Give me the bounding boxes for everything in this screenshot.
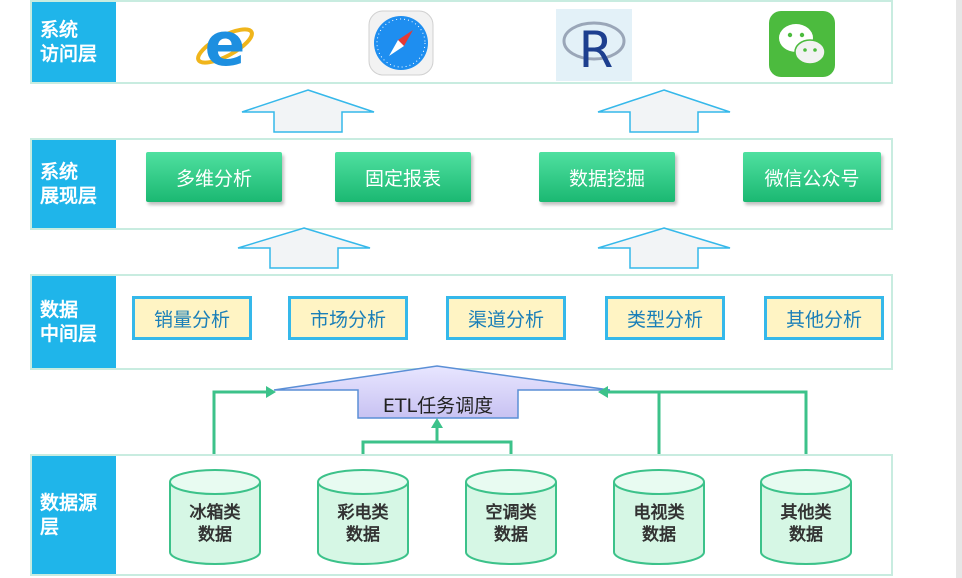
- presentation-item: 数据挖掘: [539, 152, 675, 202]
- connector-line: [212, 390, 270, 472]
- presentation-item: 微信公众号: [743, 152, 881, 202]
- source-item-label: 冰箱类 数据: [189, 503, 241, 545]
- middle-item: 销量分析: [132, 296, 252, 340]
- database-cylinder-icon: [317, 469, 409, 565]
- database-cylinder-icon: [613, 469, 705, 565]
- connector-line: [604, 390, 808, 472]
- safari-icon: [368, 10, 434, 76]
- connector-arrowhead: [431, 418, 443, 428]
- access-layer: 系统 访问层: [30, 0, 893, 84]
- svg-text:R: R: [579, 21, 614, 79]
- connector-arrowhead: [598, 386, 608, 398]
- database-cylinder-icon: [760, 469, 852, 565]
- up-arrow-icon: [241, 89, 375, 133]
- source-item-label: 其他类 数据: [780, 503, 832, 545]
- etl-label: ETL任务调度: [382, 394, 494, 417]
- presentation-item: 多维分析: [146, 152, 282, 202]
- middle-item: 类型分析: [605, 296, 725, 340]
- source-item-label: 空调类 数据: [485, 503, 537, 545]
- scrollbar[interactable]: [956, 0, 962, 578]
- database-cylinder-icon: [465, 469, 557, 565]
- database-cylinder-icon: [169, 469, 261, 565]
- middle-item: 其他分析: [764, 296, 884, 340]
- up-arrow-icon: [237, 227, 371, 269]
- access-layer-label: 系统 访问层: [32, 2, 116, 82]
- presentation-item: 固定报表: [335, 152, 471, 202]
- middle-layer-label: 数据 中间层: [32, 276, 116, 368]
- presentation-layer-label: 系统 展现层: [32, 140, 116, 228]
- source-item-label: 彩电类 数据: [337, 503, 389, 545]
- ie-browser-icon: e: [196, 10, 254, 78]
- etl-arrow-shape: [273, 365, 611, 419]
- source-layer-label: 数据源 层: [32, 456, 116, 574]
- etl-diagram: [212, 365, 808, 472]
- wechat-icon: [769, 11, 835, 77]
- svg-text:e: e: [205, 10, 246, 78]
- source-item-label: 电视类 数据: [633, 503, 685, 545]
- up-arrow-icon: [597, 227, 731, 269]
- middle-item: 渠道分析: [446, 296, 566, 340]
- middle-item: 市场分析: [288, 296, 408, 340]
- r-language-icon: R: [556, 9, 632, 81]
- connector-arrowhead: [266, 386, 276, 398]
- up-arrow-icon: [597, 89, 731, 133]
